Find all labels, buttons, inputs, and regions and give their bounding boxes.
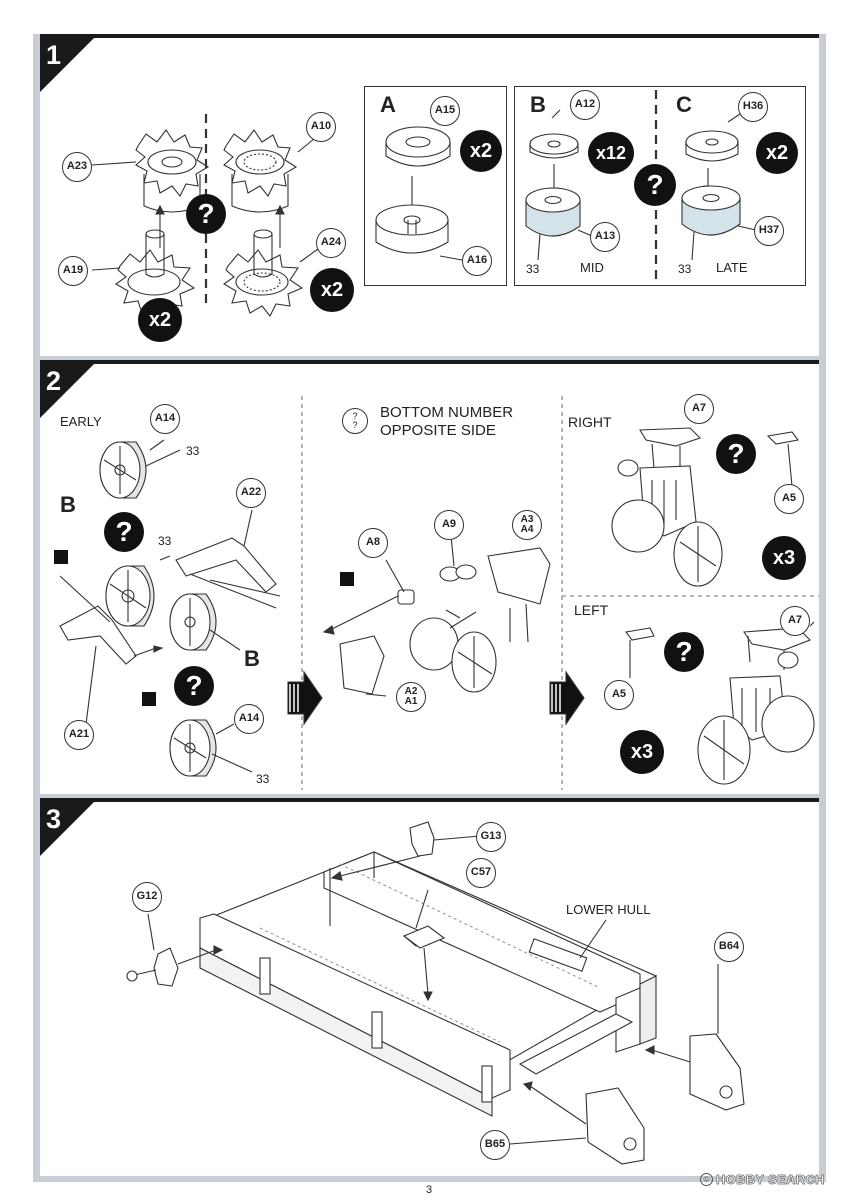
step-number: 3 [46, 804, 62, 834]
step-number-tab: 2 [40, 360, 98, 418]
part-callout-a21: A21 [64, 720, 94, 750]
variant-panel-bc [514, 86, 806, 286]
note-question-bottom: ? [352, 420, 358, 430]
black-square-marker [340, 572, 354, 586]
multiplier-badge: x2 [138, 298, 182, 342]
variant-letter-a: A [380, 92, 396, 117]
question-icon: ? [186, 194, 226, 234]
part-callout-a19: A19 [58, 256, 88, 286]
note-line-2: OPPOSITE SIDE [380, 422, 496, 439]
step-number: 1 [46, 40, 62, 70]
part-a3: A3 [520, 513, 534, 525]
part-callout-c57: C57 [466, 858, 496, 888]
question-icon: ? [634, 164, 676, 206]
part-callout-a10: A10 [306, 112, 336, 142]
lower-hull-drawing [126, 821, 745, 1165]
part-callout-a24: A24 [316, 228, 346, 258]
lower-hull-label: LOWER HULL [566, 902, 651, 917]
variant-label-late: LATE [716, 260, 748, 275]
question-icon: ? [174, 666, 214, 706]
suspension-assembly-drawing [59, 396, 819, 790]
variant-letter-b: B [530, 92, 546, 117]
part-a2: A2 [404, 685, 418, 697]
part-a4: A4 [520, 524, 534, 535]
watermark-text: HOBBY SEARCH [716, 1172, 825, 1188]
multiplier-badge: x2 [310, 268, 354, 312]
part-callout-g13: G13 [476, 822, 506, 852]
multiplier-badge: x12 [588, 132, 634, 174]
copyright-icon: © [700, 1173, 713, 1186]
part-callout-a5: A5 [604, 680, 634, 710]
paint-number: 33 [158, 534, 172, 548]
paint-number: 33 [678, 262, 692, 276]
road-wheel-bc-drawing [525, 90, 757, 280]
part-callout-a7: A7 [780, 606, 810, 636]
step-1-panel: 1 [40, 34, 819, 356]
part-callout-a7: A7 [684, 394, 714, 424]
part-callout-a14: A14 [150, 404, 180, 434]
multiplier-badge: x3 [762, 536, 806, 580]
step-number-tab: 3 [40, 798, 98, 856]
side-label-right: RIGHT [568, 414, 612, 430]
multiplier-badge: x2 [756, 132, 798, 174]
part-callout-h36: H36 [738, 92, 768, 122]
paint-number: 33 [186, 444, 200, 458]
watermark: © HOBBY SEARCH [700, 1172, 825, 1187]
part-callout-a13: A13 [590, 222, 620, 252]
black-square-marker [54, 550, 68, 564]
paint-number: 33 [526, 262, 540, 276]
part-callout-a9: A9 [434, 510, 464, 540]
variant-label-mid: MID [580, 260, 604, 275]
part-callout-a14: A14 [234, 704, 264, 734]
black-square-marker [142, 692, 156, 706]
part-callout-a15: A15 [430, 96, 460, 126]
page-number: 3 [426, 1184, 433, 1196]
note-question-top: ? [352, 410, 358, 421]
part-callout-a16: A16 [462, 246, 492, 276]
step-divider [40, 34, 819, 38]
step-number: 2 [46, 366, 62, 396]
question-icon: ? [104, 512, 144, 552]
part-callout-a22: A22 [236, 478, 266, 508]
part-callout-g12: G12 [132, 882, 162, 912]
bottom-number-note-icon: ? ? [342, 408, 368, 434]
step-divider [40, 360, 819, 364]
step-number-tab: 1 [40, 34, 98, 92]
step-3-panel: 3 [40, 798, 819, 1176]
question-icon: ? [716, 434, 756, 474]
step-divider [40, 798, 819, 802]
question-icon: ? [664, 632, 704, 672]
variant-letter-b: B [60, 492, 76, 517]
note-line-1: BOTTOM NUMBER [380, 404, 514, 421]
part-callout-h37: H37 [754, 216, 784, 246]
part-a1: A1 [404, 696, 418, 707]
part-callout-a8: A8 [358, 528, 388, 558]
variant-letter-b: B [244, 646, 260, 671]
part-callout-a2-a1: A2 A1 [396, 682, 426, 712]
part-callout-b65: B65 [480, 1130, 510, 1160]
part-callout-b64: B64 [714, 932, 744, 962]
part-callout-a12: A12 [570, 90, 600, 120]
road-wheel-a-drawing [375, 113, 463, 261]
part-callout-a23: A23 [62, 152, 92, 182]
part-callout-a5: A5 [774, 484, 804, 514]
variant-letter-c: C [676, 92, 692, 117]
multiplier-badge: x2 [460, 130, 502, 172]
variant-panel-a [364, 86, 507, 286]
step-2-panel: 2 [40, 360, 819, 794]
multiplier-badge: x3 [620, 730, 664, 774]
paint-number: 33 [256, 772, 270, 786]
side-label-left: LEFT [574, 602, 609, 618]
variant-label-early: EARLY [60, 414, 102, 429]
part-callout-a3-a4: A3 A4 [512, 510, 542, 540]
